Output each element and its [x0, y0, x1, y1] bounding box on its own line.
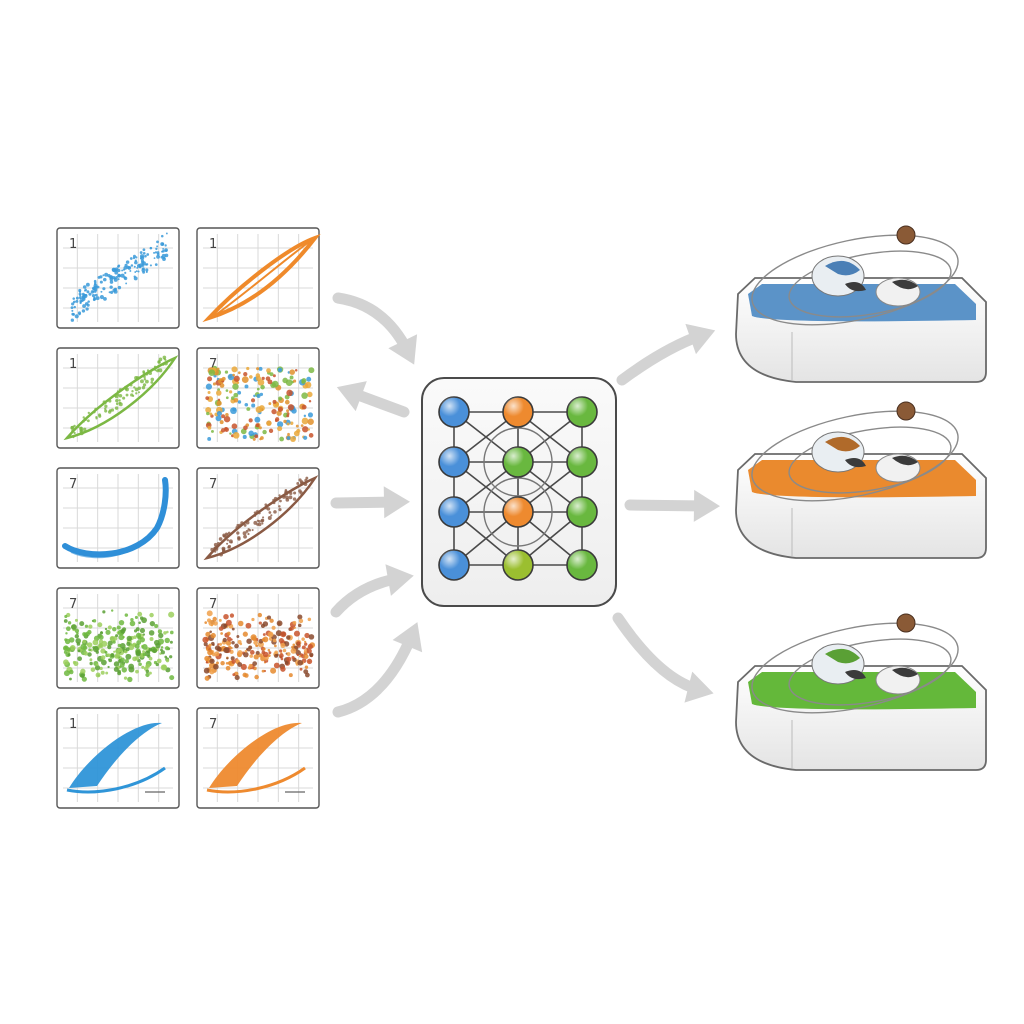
- arrow-head: [684, 671, 714, 703]
- arrow-shaft: [612, 612, 706, 696]
- plot-axis-label: 7: [209, 357, 217, 372]
- orbit-bead: [896, 225, 916, 245]
- network-frame: [421, 377, 617, 607]
- plot-tile: 1: [196, 227, 321, 329]
- plot-marks: [63, 355, 179, 441]
- arrow-head: [392, 622, 423, 653]
- creature-figure: [811, 431, 921, 483]
- output-container: [735, 401, 987, 559]
- arrow-out: [612, 612, 714, 703]
- plot-axis-label: 7: [209, 717, 217, 732]
- network-node: [438, 549, 470, 581]
- plot-axis-label: 1: [69, 357, 77, 372]
- plot-axis-label: 7: [69, 477, 77, 492]
- orbit-rings: [751, 622, 959, 714]
- arrow-in: [330, 486, 410, 519]
- network-node: [438, 496, 470, 528]
- plot-tile: 1: [56, 227, 180, 329]
- plot-tile: 7: [196, 467, 320, 569]
- arrow-in: [332, 622, 423, 718]
- plot-marks: [205, 365, 315, 443]
- plot-tile: 7: [196, 347, 320, 449]
- plot-marks: [66, 722, 166, 794]
- network-node: [502, 446, 534, 478]
- plot-tile: 7: [196, 707, 320, 809]
- creature-figure: [811, 643, 921, 695]
- arrow-out: [616, 323, 716, 386]
- orbit-rings: [751, 234, 959, 326]
- output-container: [735, 225, 987, 383]
- plot-marks: [202, 233, 321, 323]
- plot-marks: [203, 475, 319, 561]
- plot-gridlines: [63, 474, 173, 562]
- network-node: [502, 549, 534, 581]
- plot-axis-label: 1: [69, 237, 77, 252]
- arrow-out: [624, 489, 720, 522]
- plot-axis-label: 1: [209, 237, 217, 252]
- plot-tile: 1: [56, 707, 180, 809]
- orbit-bead: [896, 613, 916, 633]
- orbit-bead: [896, 401, 916, 421]
- plot-tile: 1: [56, 347, 180, 449]
- network-node: [438, 446, 470, 478]
- input-plot-grid: 1 1 1 7 7 7 7 7 1 7: [56, 227, 321, 809]
- network-node: [502, 496, 534, 528]
- network-node: [566, 549, 598, 581]
- arrow-in: [336, 381, 410, 418]
- network-node: [566, 446, 598, 478]
- neural-network-box: [421, 377, 617, 607]
- network-node: [566, 396, 598, 428]
- network-node: [502, 396, 534, 428]
- plot-marks: [62, 477, 169, 559]
- arrow-head: [336, 381, 367, 412]
- arrow-head: [383, 486, 410, 519]
- arrow-head: [385, 564, 414, 596]
- plot-gridlines: [203, 474, 313, 562]
- arrow-in: [332, 292, 418, 365]
- output-container: [735, 613, 987, 771]
- orbit-rings: [751, 410, 959, 502]
- plot-tile: 7: [56, 467, 180, 569]
- plot-marks: [70, 232, 169, 322]
- arrow-head: [693, 489, 720, 522]
- plot-tile: 7: [196, 587, 320, 689]
- network-node: [566, 496, 598, 528]
- output-containers: [735, 225, 987, 771]
- arrow-shaft: [616, 329, 708, 386]
- plot-marks: [202, 610, 316, 681]
- arrow-shaft: [332, 629, 418, 718]
- plot-marks: [63, 609, 175, 683]
- plot-marks: [206, 722, 306, 794]
- output-arrows: [612, 323, 720, 703]
- creature-figure: [811, 255, 921, 307]
- plot-tile: 7: [56, 587, 180, 689]
- arrow-shaft: [624, 499, 712, 512]
- plot-axis-label: 7: [69, 597, 77, 612]
- plot-axis-label: 1: [69, 717, 77, 732]
- arrow-head: [685, 323, 716, 355]
- plot-axis-label: 7: [209, 477, 217, 492]
- network-node: [438, 396, 470, 428]
- plot-axis-label: 7: [209, 597, 217, 612]
- input-arrows: [330, 292, 423, 718]
- arrow-in: [330, 564, 414, 618]
- arrow-head: [388, 334, 418, 365]
